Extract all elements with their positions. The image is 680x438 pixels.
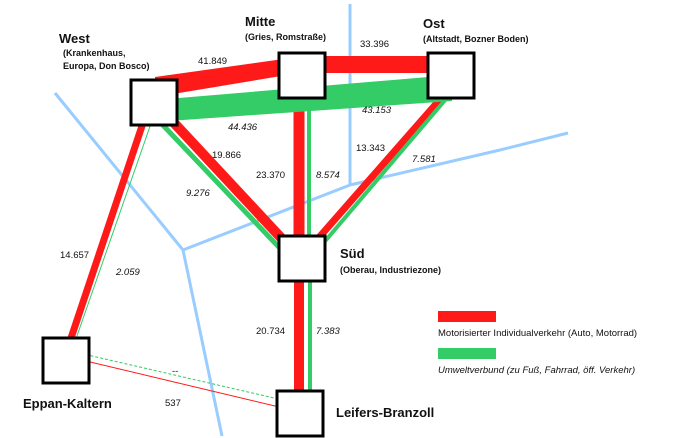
node-west-title: West: [59, 31, 90, 46]
legend-swatch-motorized: [438, 311, 496, 322]
flow-west-eppan-eco: [69, 111, 156, 357]
node-sued-title: Süd: [340, 246, 365, 261]
label-west-eppan-car: 14.657: [60, 250, 89, 261]
flow-west-sued-eco: [156, 118, 295, 264]
flow-ost-sued-car: [298, 93, 446, 261]
node-labels: West (Krankenhaus, Europa, Don Bosco) Mi…: [23, 14, 529, 420]
river-line: [499, 131, 569, 152]
label-mitte-ost-eco: 43.153: [362, 105, 392, 116]
label-mitte-ost-car: 33.396: [360, 39, 389, 50]
flow-labels: 41.849 33.396 44.436 43.153 19.866 9.276…: [60, 39, 436, 409]
flow-mitte-ost-car: [305, 56, 452, 73]
node-mitte-title: Mitte: [245, 14, 275, 29]
label-eppan-leifers-eco: --: [172, 366, 178, 377]
node-mitte: [277, 51, 327, 100]
flow-west-eppan-car: [61, 106, 152, 358]
node-eppan: [41, 336, 91, 385]
node-mitte-subtitle: (Gries, Romstraße): [245, 32, 326, 42]
label-eppan-leifers-car: 537: [165, 398, 181, 409]
label-west-eppan-eco: 2.059: [115, 267, 140, 278]
nodes: [41, 51, 476, 438]
flow-eppan-leifers-car: [64, 355, 301, 413]
flow-ost-sued-eco: [307, 90, 454, 262]
legend-label-motorized: Motorisierter Individualverkehr (Auto, M…: [438, 328, 637, 339]
node-sued: [277, 234, 327, 283]
flow-eppan-leifers-eco: [65, 349, 301, 405]
node-west-subtitle-2: Europa, Don Bosco): [63, 61, 150, 71]
flow-west-mitte-car: [155, 56, 305, 97]
river-line: [349, 148, 501, 187]
label-ost-sued-eco: 7.581: [412, 154, 436, 165]
label-west-mitte-car: 41.849: [198, 56, 227, 67]
label-west-ost-eco: 44.436: [228, 122, 258, 133]
node-ost-title: Ost: [423, 16, 445, 31]
node-ost: [426, 51, 476, 100]
node-leifers: [275, 389, 325, 438]
river-line: [53, 92, 185, 251]
node-west: [129, 78, 179, 127]
node-eppan-title: Eppan-Kaltern: [23, 396, 112, 411]
node-ost-subtitle: (Altstadt, Bozner Boden): [423, 34, 529, 44]
river-line: [181, 249, 224, 437]
legend: Motorisierter Individualverkehr (Auto, M…: [438, 311, 637, 376]
label-ost-sued-car: 13.343: [356, 143, 385, 154]
label-mitte-sued-eco: 8.574: [316, 170, 340, 181]
node-west-subtitle-1: (Krankenhaus,: [63, 48, 126, 58]
label-west-sued-eco: 9.276: [186, 188, 210, 199]
legend-label-eco: Umweltverbund (zu Fuß, Fahrrad, öff. Ver…: [438, 365, 635, 376]
node-sued-subtitle: (Oberau, Industriezone): [340, 265, 441, 275]
flow-west-sued-car: [158, 106, 302, 260]
eco-flows: [65, 75, 454, 410]
label-west-sued-car: 19.866: [212, 150, 241, 161]
node-leifers-title: Leifers-Branzoll: [336, 405, 434, 420]
label-sued-leifers-car: 20.734: [256, 326, 285, 337]
legend-swatch-eco: [438, 348, 496, 359]
label-mitte-sued-car: 23.370: [256, 170, 285, 181]
label-sued-leifers-eco: 7.383: [316, 326, 340, 337]
